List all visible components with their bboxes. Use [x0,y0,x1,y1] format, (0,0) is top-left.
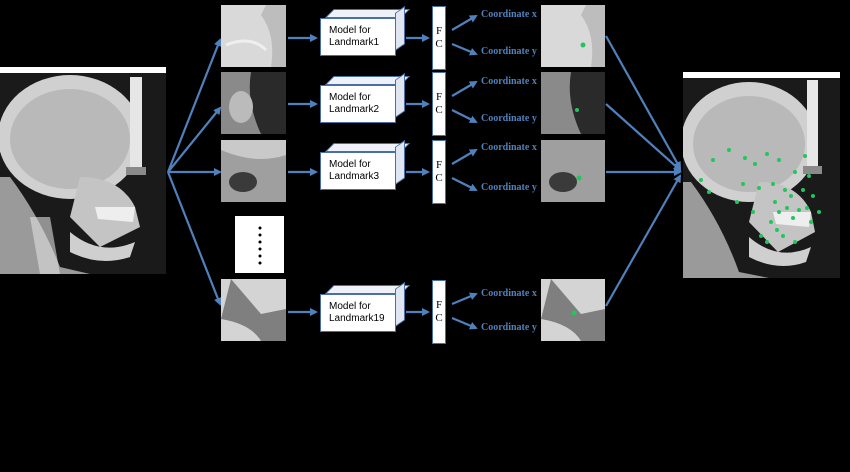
landmark-dot [811,194,815,198]
model-label: Model for Landmark3 [329,159,380,182]
landmark-dot [576,175,582,181]
model-box-landmark19: Model for Landmark19 [320,281,410,332]
coord-x-label-2: Coordinate x [481,76,537,87]
landmark-dot [707,190,711,194]
landmark-dot [571,310,577,316]
landmark-result-19 [541,279,605,341]
landmark-result-1 [541,5,605,67]
landmark-dot [773,200,777,204]
landmark-dot [757,186,761,190]
landmark-dot [769,220,773,224]
landmark-dot [771,182,775,186]
landmark-result-3 [541,140,605,202]
landmark-dot [580,42,586,48]
model-box-landmark3: Model for Landmark3 [320,139,410,190]
landmark-dot [765,152,769,156]
landmark-dot [791,216,795,220]
arrow-input-to-crop2 [167,106,222,173]
landmark-crop-2 [221,72,286,134]
landmark-dot [735,200,739,204]
landmark-dot [809,220,813,224]
landmark-dot [727,148,731,152]
landmark-dot [711,158,715,162]
landmark-dot [785,206,789,210]
landmark-dot [753,162,757,166]
landmark-dot [781,234,785,238]
model-box-landmark1: Model for Landmark1 [320,5,410,56]
model-label: Model for Landmark19 [329,301,385,324]
landmark-result-2 [541,72,605,134]
coord-y-label-3: Coordinate y [481,182,537,193]
coord-x-label-3: Coordinate x [481,142,537,153]
landmark-dot [793,170,797,174]
arrow-input-to-crop19 [166,171,222,306]
landmark-dot [797,208,801,212]
landmark-dot [743,156,747,160]
landmark-dot [805,206,809,210]
coord-y-label-1: Coordinate y [481,46,537,57]
landmark-crop-1 [221,5,286,67]
model-label: Model for Landmark1 [329,25,380,48]
landmark-crop-3 [221,140,286,202]
landmark-dot [699,178,703,182]
landmark-dot [803,154,807,158]
coord-x-label-19: Coordinate x [481,288,537,299]
landmark-dot [759,234,763,238]
landmark-dot [801,188,805,192]
output-xray-image [683,72,840,278]
predicted-landmarks [699,148,821,244]
coord-y-label-19: Coordinate y [481,322,537,333]
coord-x-label-1: Coordinate x [481,9,537,20]
landmark-dot [793,240,797,244]
model-label: Model for Landmark2 [329,92,380,115]
vertical-ellipsis-icon [258,226,262,265]
landmark-crop-19 [221,279,286,341]
ellipsis-box [235,216,284,273]
landmark-dot [775,228,779,232]
landmark-dot [751,210,755,214]
landmark-dot [817,210,821,214]
arrow-input-to-crop1 [166,38,222,173]
landmark-dot [765,240,769,244]
landmark-dot [783,188,787,192]
landmark-dot [575,108,579,112]
landmark-dot [777,210,781,214]
input-xray-image [0,67,166,274]
model-box-landmark2: Model for Landmark2 [320,72,410,123]
landmark-dot [741,182,745,186]
landmark-dot [777,158,781,162]
coord-y-label-2: Coordinate y [481,113,537,124]
landmark-dot [807,174,811,178]
landmark-dot [789,194,793,198]
